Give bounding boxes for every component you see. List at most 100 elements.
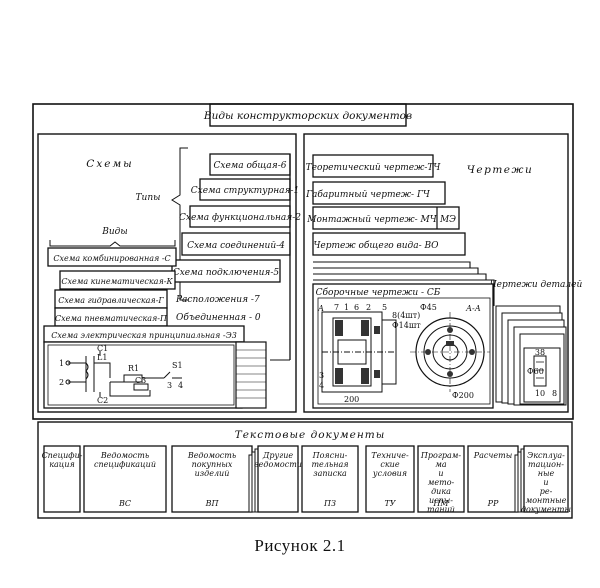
circuit-label-2: 2 [59,378,64,387]
drawing-box-1 [312,154,434,178]
circuit-label-c1: C1 [97,344,108,353]
pos-1: 1 [344,303,349,312]
text-doc-name: Специфи-кация [42,451,83,469]
drawings-title: Чертежи [467,164,533,176]
text-doc-code: РР [487,499,499,508]
drawing-label-1: Теоретический чертеж-ТЧ [306,163,442,173]
text-doc-box [83,445,167,513]
assembly-label: Сборочные чертежи - СБ [316,287,441,298]
circuit-label-4: 4 [178,381,183,390]
pos-3: 3 [319,371,324,380]
circuit-label-c2: C2 [97,396,108,405]
circuit-label-c3: C3 [135,376,146,385]
text-doc-code: ТУ [384,499,396,508]
kind-label-2: Схема кинематическая-К [61,277,173,286]
part-dim-3: 10 [535,389,545,398]
text-docs-title: Текстовые документы [235,429,386,441]
kind-box-1 [47,247,177,267]
text-doc-code: ПЗ [323,499,336,508]
circuit-label-3: 3 [167,381,172,390]
circuit-label-l1: L1 [97,353,107,362]
part-dim-2: Ф60 [527,367,544,376]
pos-2: 2 [366,303,371,312]
type-label-3: Схема функциональная-2 [179,213,301,223]
pos-7: 7 [334,303,339,312]
drawing-label-5: Чертеж общего вида- ВО [313,240,439,251]
text-doc-box [523,445,569,513]
schemes-title: Схемы [86,158,133,170]
dim-label-aa: А-А [465,304,481,313]
text-doc-code: ВП [205,499,220,508]
drawing-label-3: Монтажный чертеж- МЧ [306,215,438,225]
schemes-panel [37,133,297,413]
assembly-drawing: Сборочные чертежи - СБ [312,283,494,409]
text-doc-box [417,445,465,513]
types-label: Типы [136,193,161,203]
types-brace [171,147,188,301]
dim-label-d14: Ф14шт [392,321,421,330]
circuit-label-s1: S1 [172,361,183,370]
kind-label-5: Схема электрическая принципиальная -Э3 [51,331,237,340]
pos-5: 5 [382,303,387,312]
dim-label-a: А [317,304,324,313]
text-docs-panel [37,421,573,519]
dim-label-200: 200 [344,395,359,404]
drawing-box-5 [312,232,466,256]
text-doc-box [365,445,415,513]
drawing-box-2 [312,181,446,205]
dim-label-8: 8(4шт) [392,311,420,320]
drawing-label-4: МЭ [439,215,456,225]
header-box [209,103,407,127]
drawings-panel [303,133,569,413]
text-doc-code: ВС [118,499,131,508]
dim-label-d45: Ф45 [420,303,437,312]
type-label-2: Схема структурная-1 [191,186,299,196]
kind-label-4: Схема пневматическая-П [55,314,168,323]
circuit-sheet: C1 L1 R1 C3 C2 S1 1 2 3 4 [43,341,267,409]
kinds-brace [49,240,176,247]
type-label-4: Схема соединений-4 [187,241,285,251]
header-title: Виды конструкторских документов [203,110,412,122]
parts-label: Чертежи деталей [490,280,583,290]
type-label-7: Объединенная - 0 [176,312,261,323]
type-label-1: Схема общая-6 [214,160,287,171]
text-doc-code: ПМ [432,499,449,508]
drawing-label-2: Габаритный чертеж- ГЧ [305,189,431,200]
text-doc-box [301,445,359,513]
pos-6: 6 [354,303,359,312]
circuit-label-1: 1 [59,359,64,368]
text-doc-box [43,445,81,513]
type-label-5: Схема подключения-5 [173,268,280,278]
type-label-6: Расположения -7 [175,295,260,305]
kinds-label: Виды [101,227,127,237]
part-drawing: 38 Ф60 10 8 [523,347,561,403]
text-doc-name: Расчеты [473,451,512,460]
text-doc-item: Специфи-кация [42,445,83,513]
circuit-label-r1: R1 [128,364,139,373]
part-dim-4: 8 [552,389,557,398]
kind-box-2 [59,270,176,290]
text-doc-box [171,445,253,513]
kind-label-3: Схема гидравлическая-Г [58,296,164,305]
kind-label-1: Схема комбинированная -С [53,254,170,263]
part-dim-1: 38 [535,348,545,357]
drawing-box-3 [312,206,460,230]
dim-label-d200: Ф200 [452,391,474,400]
